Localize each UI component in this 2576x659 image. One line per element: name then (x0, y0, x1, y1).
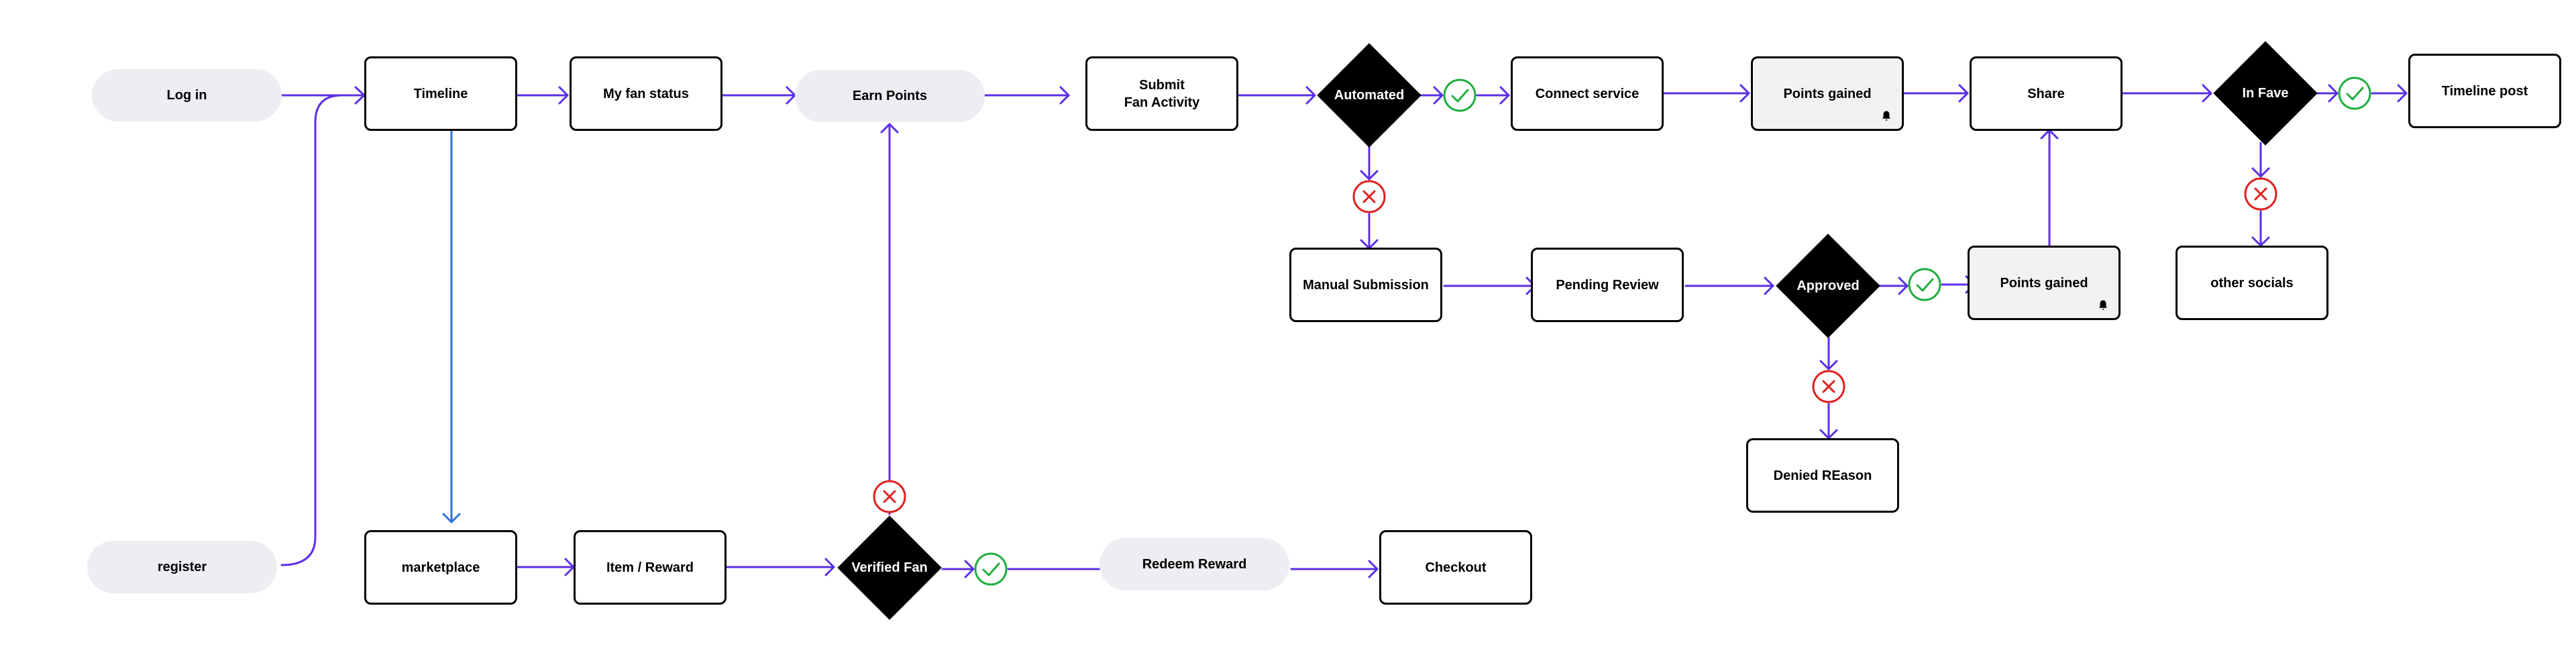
automated-decision[interactable]: Automated (1316, 42, 1423, 149)
arrowhead (1819, 360, 1838, 370)
x-circle-icon (1812, 370, 1845, 403)
x-circle-icon (2244, 177, 2277, 211)
check-circle-icon (2338, 77, 2371, 110)
arrowhead (1739, 84, 1750, 103)
approved-decision[interactable]: Approved (1774, 232, 1882, 340)
earn-points-node[interactable]: Earn Points (795, 70, 985, 122)
arrowhead (1898, 276, 1909, 295)
submit-activity-node[interactable]: Submit Fan Activity (1085, 56, 1238, 131)
other-socials-node[interactable]: other socials (2176, 246, 2328, 320)
decision-label: Verified Fan (851, 560, 928, 575)
x-circle-icon (873, 480, 906, 513)
check-circle-icon (1443, 79, 1477, 112)
marketplace-node[interactable]: marketplace (364, 530, 517, 605)
decision-label: In Fave (2242, 85, 2289, 101)
verified-fan-decision[interactable]: Verified Fan (836, 514, 943, 621)
arrowhead (880, 123, 899, 134)
arrowhead (824, 558, 835, 576)
arrowhead (442, 513, 461, 523)
arrowhead (1499, 86, 1510, 105)
arrowhead (558, 86, 569, 105)
connect-service-node[interactable]: Connect service (1511, 56, 1664, 131)
arrowhead (2397, 84, 2408, 103)
arrowhead (1360, 170, 1379, 181)
bell-icon (2099, 300, 2107, 310)
check-circle-icon (1908, 268, 1941, 301)
bell-icon (1882, 111, 1890, 121)
arrowhead (2251, 167, 2270, 178)
share-node[interactable]: Share (1970, 56, 2123, 131)
pending-review-node[interactable]: Pending Review (1531, 248, 1684, 322)
x-circle-icon (1352, 180, 1386, 213)
item-reward-node[interactable]: Item / Reward (574, 530, 727, 605)
fan-status-node[interactable]: My fan status (570, 56, 722, 131)
points-gained-node-top[interactable]: Points gained (1751, 56, 1904, 131)
points-gained-node-bottom[interactable]: Points gained (1968, 246, 2121, 320)
arrowhead (1059, 86, 1070, 105)
login-node[interactable]: Log in (92, 69, 282, 121)
manual-submission-node[interactable]: Manual Submission (1289, 248, 1442, 322)
points-gained-label: Points gained (1783, 86, 1872, 101)
connector-register-timeline (280, 94, 366, 566)
arrowhead (1764, 276, 1774, 295)
redeem-reward-node[interactable]: Redeem Reward (1099, 538, 1289, 591)
register-node[interactable]: register (87, 541, 277, 593)
check-circle-icon (974, 552, 1008, 586)
arrowhead (1368, 560, 1379, 578)
arrowhead (1433, 86, 1444, 105)
timeline-node[interactable]: Timeline (364, 56, 517, 131)
checkout-node[interactable]: Checkout (1379, 530, 1532, 605)
in-fave-decision[interactable]: In Fave (2212, 40, 2319, 147)
decision-label: Automated (1334, 87, 1405, 103)
decision-label: Approved (1796, 278, 1860, 293)
points-gained-label: Points gained (2000, 275, 2088, 291)
arrowhead (2202, 84, 2212, 103)
arrowhead (1305, 86, 1316, 105)
timeline-post-node[interactable]: Timeline post (2408, 54, 2561, 128)
arrowhead (964, 560, 975, 578)
arrowhead (2328, 84, 2339, 103)
arrowhead (1958, 84, 1969, 103)
denied-reason-node[interactable]: Denied REason (1746, 438, 1899, 513)
